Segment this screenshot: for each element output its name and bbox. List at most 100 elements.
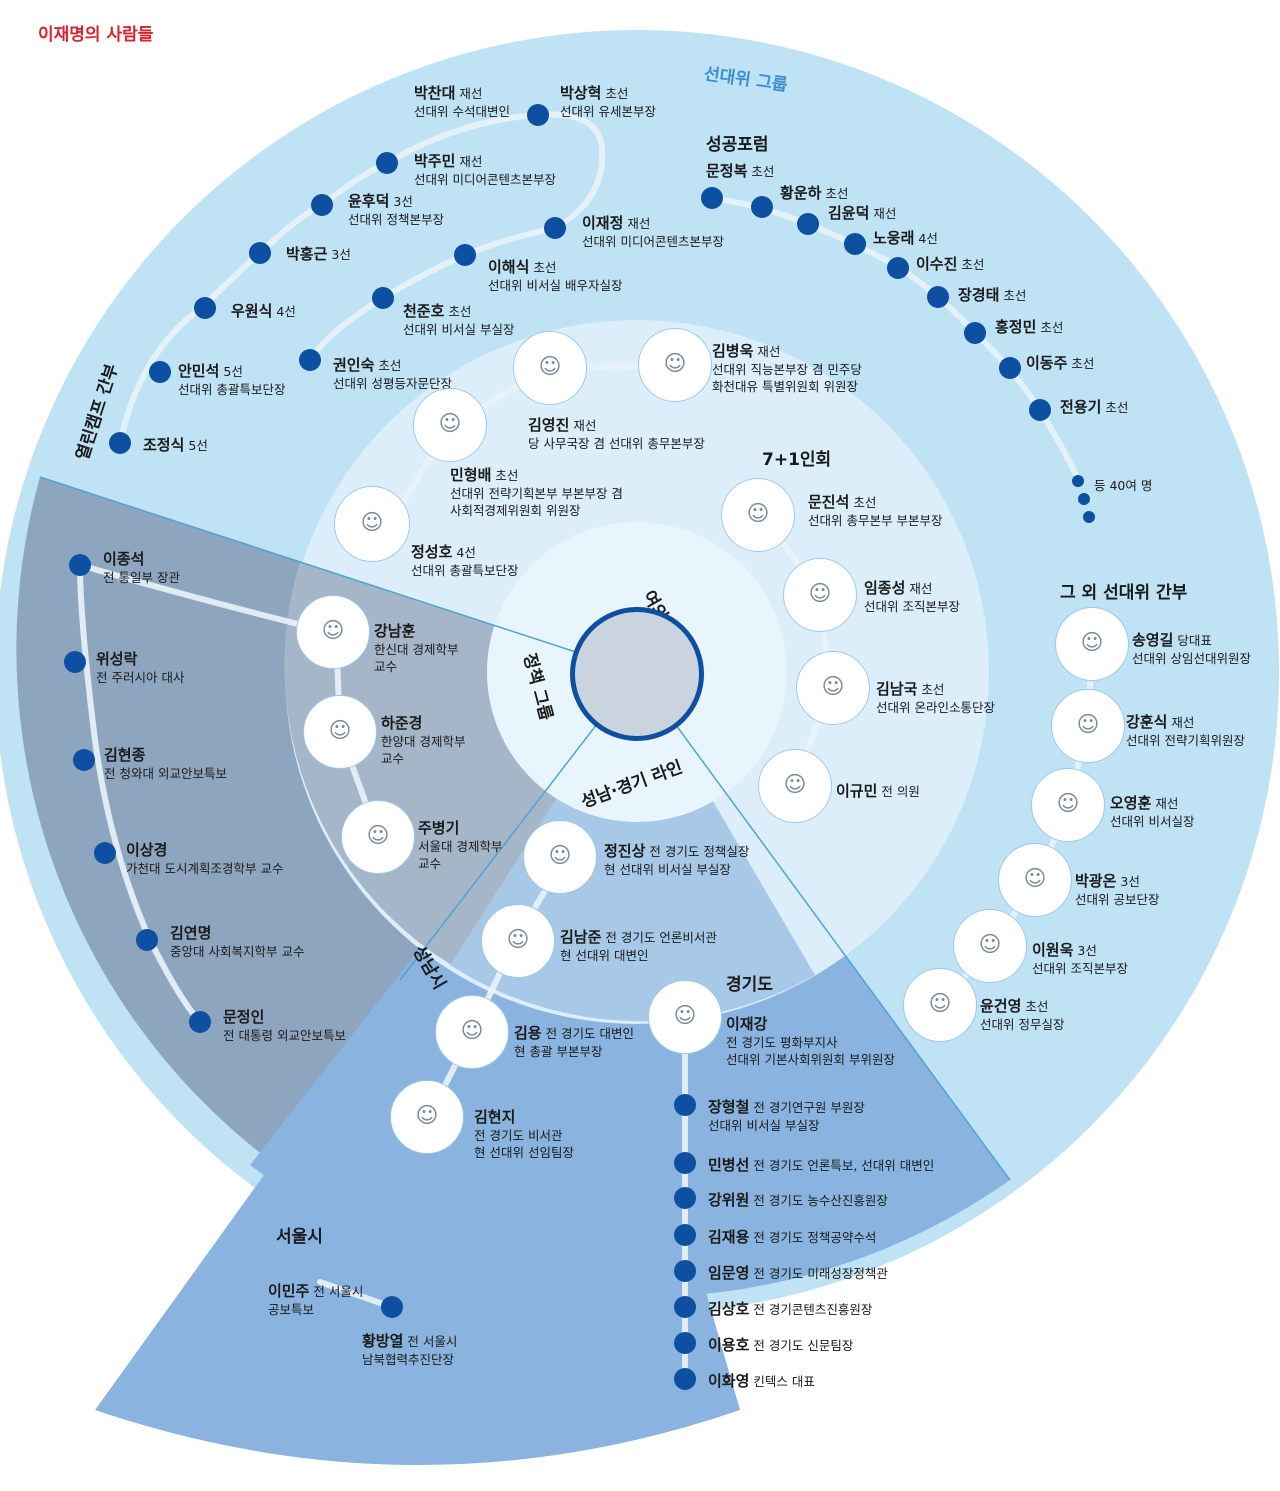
person-role: 전 경기콘텐츠진흥원장	[749, 1302, 873, 1317]
person-label: 임문영 전 경기도 미래성장정책관	[708, 1262, 888, 1283]
person-name: 이민주	[268, 1282, 310, 1300]
person-position: 공보특보	[268, 1302, 315, 1317]
person-name: 문정인	[223, 1008, 265, 1026]
person-role: 초선	[601, 86, 629, 101]
person-marker	[454, 244, 476, 266]
person-position: 전 경기도 비서관	[474, 1128, 563, 1143]
person-name: 김재용	[708, 1228, 750, 1246]
person-role: 전 의원	[877, 784, 920, 799]
person-position: 화천대유 특별위원회 위원장	[712, 379, 858, 394]
person-name: 김윤덕	[828, 204, 870, 222]
person-position: 전 주러시아 대사	[96, 670, 185, 685]
person-position: 선대위 직능본부장 겸 민주당	[712, 362, 862, 377]
person-role: 초선	[1021, 999, 1049, 1014]
person-position: 교수	[381, 751, 405, 766]
portrait-icon: ☺	[506, 927, 530, 953]
person-role: 킨텍스 대표	[749, 1374, 815, 1389]
person-photo: ☺	[1052, 690, 1124, 762]
person-role: 초선	[957, 257, 985, 272]
person-marker	[64, 651, 86, 673]
person-role: 3선	[327, 247, 351, 262]
portrait-icon: ☺	[415, 1103, 439, 1129]
person-position: 선대위 유세본부장	[560, 104, 656, 119]
portrait-icon: ☺	[548, 843, 572, 869]
person-label: 장경태 초선	[958, 284, 1026, 305]
person-name: 권인숙	[333, 356, 375, 374]
person-role: 초선	[1067, 356, 1095, 371]
portrait-icon: ☺	[1056, 791, 1080, 817]
person-name: 정진상	[604, 842, 646, 860]
person-name: 이해식	[488, 258, 530, 276]
person-photo: ☺	[342, 801, 414, 873]
person-name: 임종성	[864, 579, 906, 597]
person-label: 노웅래 4선	[873, 227, 938, 248]
person-role: 전 경기도 신문팀장	[749, 1338, 854, 1353]
person-name: 황운하	[780, 184, 822, 202]
person-photo: ☺	[722, 479, 794, 551]
person-role: 재선	[623, 216, 651, 231]
person-marker	[194, 297, 216, 319]
portrait-icon: ☺	[746, 501, 770, 527]
person-position: 선대위 전략기획위원장	[1126, 733, 1245, 748]
person-position: 선대위 비서실장	[1110, 814, 1195, 829]
person-name: 오영훈	[1110, 794, 1152, 812]
person-role: 초선	[444, 304, 472, 319]
person-name: 천준호	[403, 302, 445, 320]
person-position: 중앙대 사회복지학부 교수	[170, 944, 305, 959]
person-role: 초선	[917, 682, 945, 697]
person-name: 박광온	[1075, 872, 1117, 890]
person-marker	[887, 257, 909, 279]
person-photo: ☺	[297, 596, 369, 668]
person-role: 초선	[747, 164, 775, 179]
person-marker	[844, 233, 866, 255]
person-role: 초선	[491, 468, 519, 483]
person-marker	[544, 217, 566, 239]
person-photo: ☺	[514, 332, 586, 404]
person-position: 선대위 전략기획본부 부본부장 겸	[450, 486, 623, 501]
person-name: 이종석	[103, 550, 145, 568]
person-marker	[674, 1368, 696, 1390]
portrait-icon: ☺	[328, 718, 352, 744]
person-name: 박홍근	[286, 245, 328, 263]
person-name: 윤건영	[980, 997, 1022, 1015]
person-photo: ☺	[784, 559, 856, 631]
more-label: 등 40여 명	[1094, 478, 1153, 493]
more-dot	[1072, 475, 1084, 487]
person-role: 전 경기도 언론비서관	[601, 930, 717, 945]
person-position: 현 총괄 부본부장	[514, 1044, 603, 1059]
portrait-icon: ☺	[1076, 712, 1100, 738]
person-position: 선대위 비서실 배우자실장	[488, 278, 623, 293]
person-label: 우원식 4선	[231, 300, 296, 321]
person-marker	[527, 104, 549, 126]
person-role: 초선	[1036, 320, 1064, 335]
person-label: 전용기 초선	[1060, 396, 1128, 417]
portrait-icon: ☺	[460, 1018, 484, 1044]
person-name: 김남국	[876, 680, 918, 698]
person-photo: ☺	[639, 329, 711, 401]
person-name: 황방열	[362, 1332, 404, 1350]
person-name: 문정복	[706, 162, 748, 180]
person-role: 전 경기도 농수산진흥원장	[749, 1193, 888, 1208]
person-position: 교수	[418, 856, 442, 871]
person-role: 전 경기도 언론특보, 선대위 대변인	[749, 1158, 935, 1173]
portrait-icon: ☺	[978, 932, 1002, 958]
person-position: 선대위 상임선대위원장	[1132, 651, 1251, 666]
person-marker	[701, 187, 723, 209]
person-label: 이수진 초선	[916, 253, 984, 274]
person-photo: ☺	[954, 910, 1026, 982]
person-name: 이재정	[582, 214, 624, 232]
person-position: 선대위 조직본부장	[1032, 961, 1128, 976]
person-position: 전 경기도 평화부지사	[726, 1035, 838, 1050]
person-photo: ☺	[304, 696, 376, 768]
person-marker	[376, 152, 398, 174]
person-label: 이화영 킨텍스 대표	[708, 1370, 815, 1391]
